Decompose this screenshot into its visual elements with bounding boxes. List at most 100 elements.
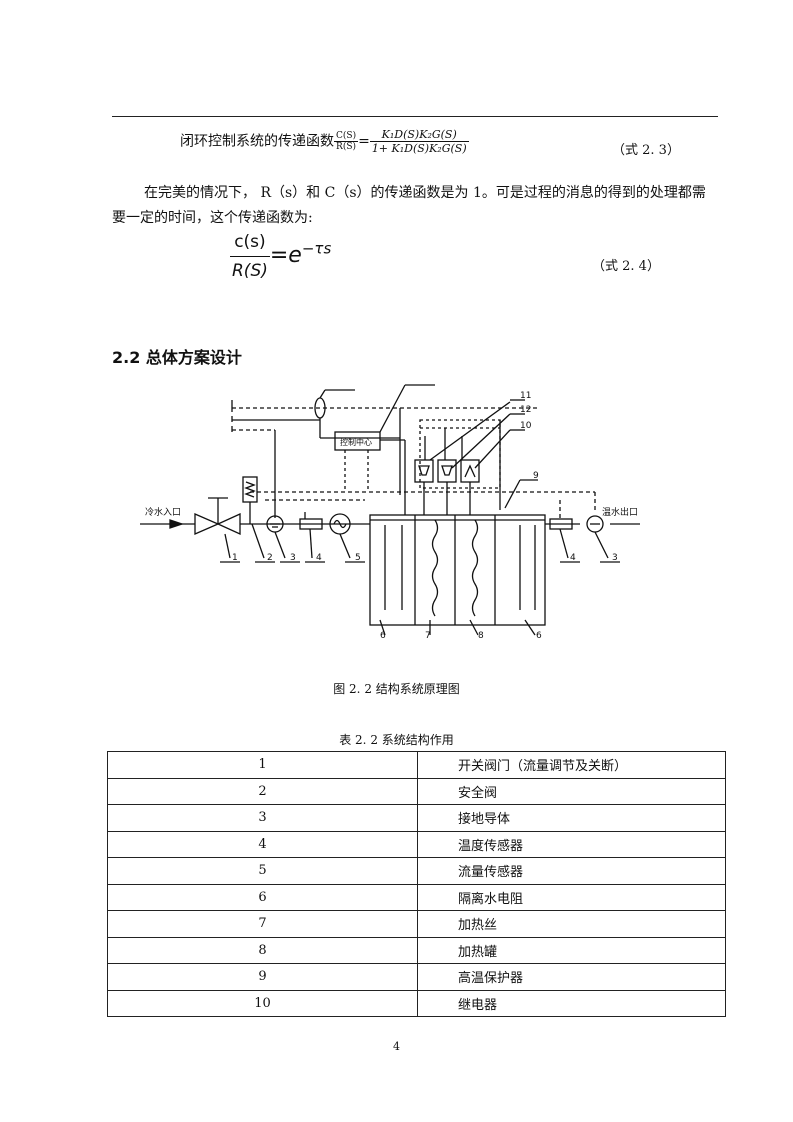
callout-line <box>524 619 536 636</box>
row-number-cell: 6 <box>107 883 418 911</box>
temperature-sensor-outlet <box>549 518 573 530</box>
callout-line <box>309 528 313 559</box>
callout-label: 4 <box>570 553 576 563</box>
row-description-cell: 加热罐 <box>417 936 726 964</box>
fraction-denominator: R(S) <box>232 261 268 281</box>
callout-label: 9 <box>533 471 539 481</box>
heating-wire <box>431 519 439 617</box>
callout-line <box>559 528 569 559</box>
row-number-cell: 2 <box>107 777 418 805</box>
callout-label: 5 <box>355 553 361 563</box>
section-heading: 2.2 总体方案设计 <box>112 348 242 367</box>
callout-label: 6 <box>380 631 386 641</box>
callout-line <box>429 401 511 461</box>
callout-label: 8 <box>478 631 484 641</box>
callout-line <box>474 429 511 469</box>
fraction-right-numerator: K₁D(S)K₂G(S) <box>369 128 469 142</box>
fraction-left: C(S)R(S) <box>334 131 359 152</box>
callout-label: 2 <box>267 553 273 563</box>
equation-rhs-base: =e <box>269 242 302 268</box>
row-number-cell: 9 <box>107 963 418 991</box>
callout-line <box>339 533 351 559</box>
row-number-cell: 5 <box>107 857 418 885</box>
equation-exponent: −τs <box>301 239 332 258</box>
row-number-cell: 3 <box>107 804 418 832</box>
callout-line <box>594 531 609 559</box>
callout-label: 3 <box>612 553 618 563</box>
safety-valve-spring <box>244 481 256 498</box>
switch-valve <box>194 512 241 536</box>
fraction-right: K₁D(S)K₂G(S)1+ K₁D(S)K₂G(S) <box>369 128 469 155</box>
flow-sensor-symbol <box>333 519 347 529</box>
page-number: 4 <box>393 1040 400 1053</box>
row-number-cell: 7 <box>107 910 418 938</box>
row-description-cell: 隔离水电阻 <box>417 883 726 911</box>
callout-label: 12 <box>520 405 531 415</box>
row-description-cell: 接地导体 <box>417 804 726 832</box>
control-center-box <box>334 431 381 451</box>
outlet-label: 温水出口 <box>602 506 638 518</box>
callout-label: 10 <box>520 421 532 431</box>
flow-arrow <box>169 519 185 529</box>
relay-box <box>460 459 480 483</box>
callout-label: 1 <box>232 553 238 563</box>
callout-label: 3 <box>290 553 296 563</box>
fraction-right-denominator: 1+ K₁D(S)K₂G(S) <box>371 142 467 155</box>
row-description-cell: 流量传感器 <box>417 857 726 885</box>
equation-prefix: 闭环控制系统的传递函数 <box>180 133 334 150</box>
controller-label: 控制中心 <box>340 437 372 447</box>
callout-label: 11 <box>520 391 531 401</box>
row-description-cell: 加热丝 <box>417 910 726 938</box>
row-number-cell: 8 <box>107 936 418 964</box>
fraction-numerator: c(s) <box>230 232 270 257</box>
equation-2-3-number: （式 2. 3） <box>612 143 680 158</box>
row-description-cell: 温度传感器 <box>417 830 726 858</box>
callout-line <box>319 389 326 399</box>
equation-rhs: =e−τs <box>269 239 331 268</box>
equation-2-4-number: （式 2. 4） <box>592 259 660 274</box>
row-description-cell: 开关阀门（流量调节及关断） <box>417 751 726 779</box>
callout-line <box>504 479 521 509</box>
heating-tank <box>369 514 546 626</box>
row-number-cell: 1 <box>107 751 418 779</box>
heating-wire <box>471 519 479 617</box>
figure-caption: 图 2. 2 结构系统原理图 <box>333 682 460 696</box>
callout-label: 6 <box>536 631 542 641</box>
callout-label: 7 <box>425 631 431 641</box>
callout-line <box>379 384 406 433</box>
callout-line <box>274 531 286 559</box>
system-diagram: 冷水入口 温水出口 控制中心 1 2 3 4 5 6 7 8 6 4 3 11 … <box>140 384 640 641</box>
callout-line <box>469 619 479 636</box>
relay-symbol <box>441 465 453 476</box>
relay-symbol <box>464 464 476 478</box>
callout-line <box>224 533 231 559</box>
temperature-sensor <box>299 518 323 530</box>
row-number-cell: 4 <box>107 830 418 858</box>
row-description-cell: 高温保护器 <box>417 963 726 991</box>
equation-2-4: c(s) R(S)=e−τs <box>230 232 331 281</box>
fraction-c-over-r: c(s) R(S) <box>230 232 270 281</box>
body-paragraph: 在完美的情况下， R（s）和 C（s）的传递函数是为 1。可是过程的消息的得到的… <box>112 185 706 226</box>
row-description-cell: 安全阀 <box>417 777 726 805</box>
callout-line <box>451 413 511 469</box>
callout-label: 4 <box>316 553 322 563</box>
inlet-label: 冷水入口 <box>145 506 181 518</box>
callout-line <box>379 619 386 636</box>
relay-box <box>437 459 457 483</box>
header-rule <box>112 116 718 117</box>
relay-box <box>414 459 434 483</box>
equals-sign: = <box>358 133 370 150</box>
row-description-cell: 继电器 <box>417 989 726 1017</box>
